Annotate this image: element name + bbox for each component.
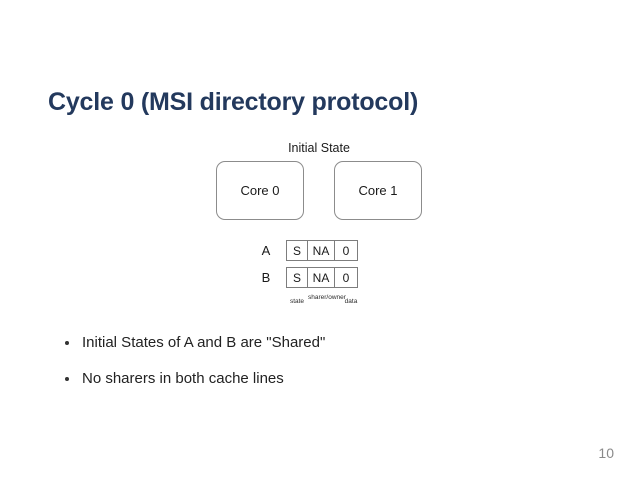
column-caption-data: data bbox=[344, 298, 358, 305]
table-row: B S NA 0 bbox=[244, 267, 394, 289]
bullet-list: Initial States of A and B are "Shared" N… bbox=[60, 333, 580, 405]
column-caption-state: state bbox=[289, 298, 305, 305]
cell-data-b: 0 bbox=[334, 267, 358, 288]
page-title: Cycle 0 (MSI directory protocol) bbox=[48, 88, 419, 116]
core-label-1: Core 1 bbox=[358, 183, 398, 198]
row-label-a: A bbox=[261, 243, 271, 258]
column-caption-sharer-owner: sharer/owner bbox=[308, 294, 346, 301]
core-box-1: Core 1 bbox=[334, 161, 422, 220]
cell-sharer-owner-a: NA bbox=[307, 240, 335, 261]
cell-data-a: 0 bbox=[334, 240, 358, 261]
cell-sharer-owner-b: NA bbox=[307, 267, 335, 288]
cell-state-a: S bbox=[286, 240, 308, 261]
core-box-0: Core 0 bbox=[216, 161, 304, 220]
list-item: No sharers in both cache lines bbox=[60, 369, 580, 389]
core-row: Core 0 Core 1 bbox=[216, 161, 422, 222]
diagram-caption: Initial State bbox=[288, 141, 350, 155]
page-number: 10 bbox=[598, 445, 614, 461]
cell-state-b: S bbox=[286, 267, 308, 288]
table-column-captions: state sharer/owner data bbox=[244, 294, 394, 314]
directory-table: A S NA 0 B S NA 0 state sharer/owner dat… bbox=[0, 240, 638, 314]
row-cells-b: S NA 0 bbox=[286, 267, 358, 288]
row-label-b: B bbox=[261, 270, 271, 285]
list-item: Initial States of A and B are "Shared" bbox=[60, 333, 580, 353]
table-row: A S NA 0 bbox=[244, 240, 394, 262]
diagram: Initial State Core 0 Core 1 bbox=[0, 140, 638, 222]
row-cells-a: S NA 0 bbox=[286, 240, 358, 261]
core-label-0: Core 0 bbox=[240, 183, 280, 198]
